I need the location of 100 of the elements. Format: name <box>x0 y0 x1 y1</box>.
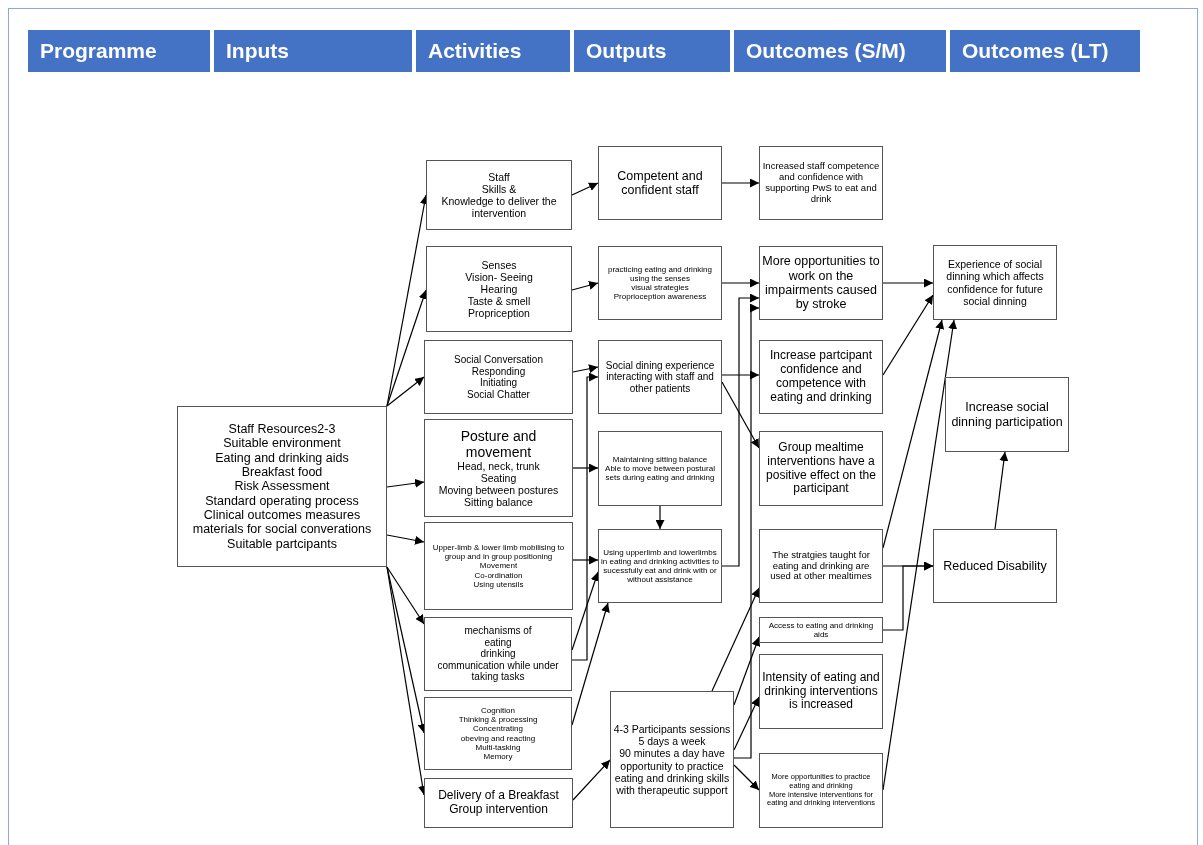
process-box <box>945 377 1069 452</box>
arrow <box>572 364 599 374</box>
process-box <box>759 340 883 414</box>
node-text: Moving between postures <box>438 484 559 497</box>
node-text: Eating and drinking aids <box>215 450 349 465</box>
node-text: Increased staff competence and confidence with supporting PwS to eat and drink <box>762 161 880 205</box>
node-text: Intensity of eating and drinking interventions is increased <box>762 670 880 713</box>
node-text: More opportunities to work on the impairments caused by stroke <box>762 254 880 312</box>
column-heading: Inputs <box>226 38 289 65</box>
arrow <box>386 289 428 407</box>
node-text: Competent and confident staff <box>616 168 704 198</box>
process-box <box>759 617 883 643</box>
arrow <box>571 281 599 291</box>
arrow <box>994 451 1009 530</box>
node-text: Thinking & processing <box>458 715 538 725</box>
column-heading: Outcomes (LT) <box>962 38 1109 65</box>
arrow <box>655 505 665 530</box>
process-box <box>424 340 573 414</box>
process-box <box>598 529 722 603</box>
process-box <box>598 146 722 220</box>
arrow <box>571 372 599 661</box>
node-text: Using upperlimb and lowerlimbs in eating and drinking activities to sucessfully eat and drink with or without assistance <box>601 547 719 585</box>
node-text: materials for social converations <box>192 522 372 537</box>
node-text: Propriception <box>468 307 530 320</box>
node-text: Taste & smell <box>467 295 531 308</box>
node-text: Senses <box>481 258 517 271</box>
node-text: Clinical outcomes measures <box>203 508 361 523</box>
arrow <box>721 278 760 288</box>
process-box <box>426 160 572 230</box>
node-text: Social Chatter <box>467 388 530 400</box>
process-box <box>759 146 883 220</box>
process-box <box>610 691 734 828</box>
node-text: Group mealtime interventions have a positive effect on the participant <box>765 440 877 497</box>
node-text: drinking <box>480 648 516 660</box>
node-text: Able to move between postural sets during eating and drinking <box>604 463 716 483</box>
node-text: 4-3 Participants sessions 5 days a week <box>613 723 731 748</box>
node-text: communication while under taking tasks <box>436 659 560 683</box>
node-text: Staff Resources2-3 <box>228 421 336 437</box>
arrow <box>733 303 760 759</box>
column-heading: Outcomes (S/M) <box>746 38 906 65</box>
node-text: Increase partcipant confidence and competence with eating and drinking <box>768 349 874 405</box>
node-text: Staff <box>488 170 510 183</box>
arrow <box>386 478 425 488</box>
arrow <box>721 293 760 567</box>
arrow <box>572 463 599 473</box>
arrow <box>571 602 610 726</box>
arrow <box>386 376 425 407</box>
header-cell <box>950 30 1140 72</box>
node-text: Skills & <box>481 182 517 195</box>
process-box <box>759 246 883 320</box>
node-text: Maintaining sitting balance <box>612 454 708 464</box>
header-cell <box>734 30 946 72</box>
header-cell <box>214 30 412 72</box>
node-text: visual strategies <box>631 283 689 293</box>
node-text: Seating <box>480 472 517 485</box>
node-text: Memory <box>483 751 513 762</box>
node-text: Cognition <box>481 705 515 716</box>
process-box <box>759 753 883 828</box>
process-box <box>426 246 572 332</box>
node-text: Delivery of a Breakfast Group intervention <box>437 789 560 817</box>
process-box <box>424 419 573 517</box>
node-text: Access to eating and drinking aids <box>767 620 875 640</box>
node-text: Head, neck, trunk <box>457 459 540 473</box>
node-text: Responding <box>471 365 526 377</box>
arrow <box>882 561 934 631</box>
node-text: Initiating <box>479 377 518 389</box>
node-text: Concentrating <box>473 724 523 734</box>
process-box <box>424 697 572 770</box>
arrow <box>572 759 611 801</box>
arrow <box>572 555 599 565</box>
process-box <box>598 431 722 506</box>
arrow <box>733 636 761 706</box>
arrow <box>386 534 425 545</box>
node-text: obeving and reacting <box>460 733 536 743</box>
node-text: Social dining experience <box>605 359 715 372</box>
node-text: Suitable environment <box>223 436 341 451</box>
node-text: Using utensils <box>473 579 524 589</box>
node-text: Breakfast food <box>241 464 323 480</box>
node-text: mechanisms of <box>464 625 532 637</box>
process-box <box>759 529 883 603</box>
process-box <box>424 617 572 691</box>
arrow <box>733 764 760 791</box>
node-text: Vision- Seeing <box>465 270 533 283</box>
arrow <box>721 178 760 188</box>
arrow <box>882 294 934 376</box>
node-text: Knowledge to deliver the intervention <box>440 195 558 220</box>
process-box <box>933 529 1057 603</box>
column-heading: Programme <box>40 38 157 65</box>
process-box <box>933 245 1057 320</box>
header-cell <box>28 30 210 72</box>
node-text: Reduced Disability <box>943 558 1047 574</box>
arrow <box>571 571 600 651</box>
node-text: Hearing <box>480 282 518 296</box>
arrow <box>721 381 760 449</box>
node-text: Increase social dinning participation <box>950 400 1064 429</box>
process-box <box>598 246 722 320</box>
node-text: Risk Assessment <box>234 479 330 494</box>
node-text: interacting with staff and other patients <box>605 371 715 395</box>
node-text: Multi-tasking <box>475 742 521 752</box>
arrow <box>882 319 945 549</box>
